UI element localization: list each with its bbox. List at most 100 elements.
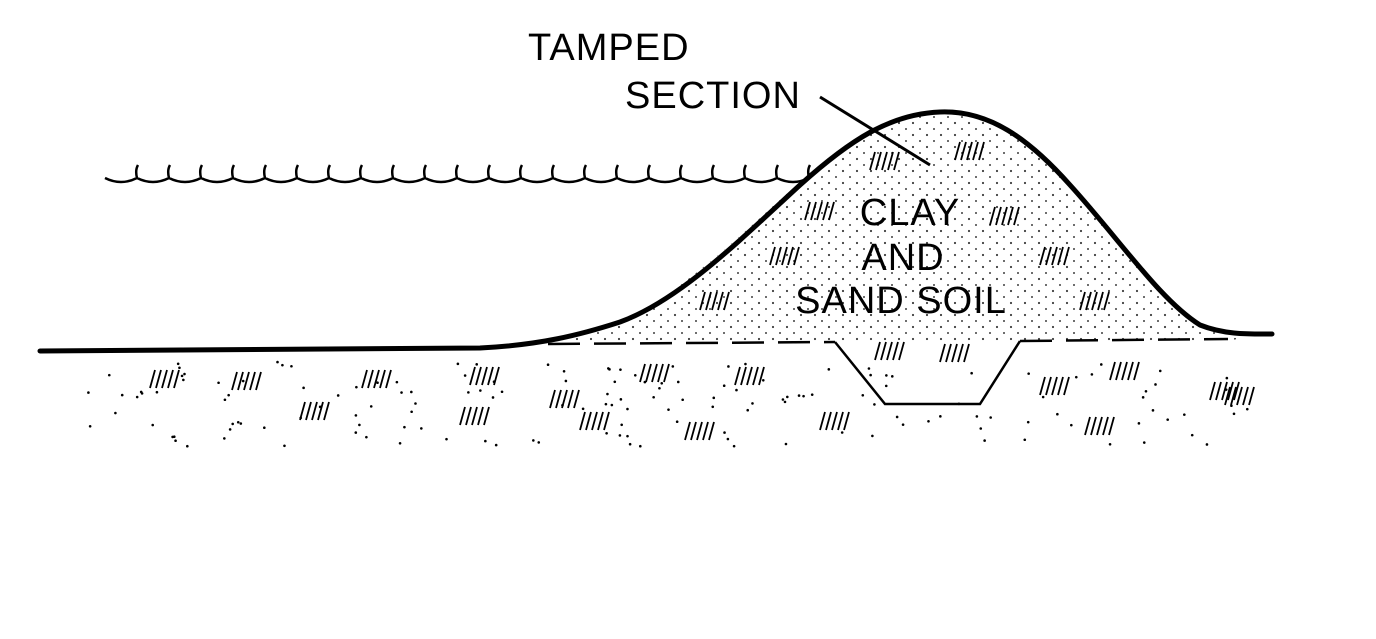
ground-dot — [492, 380, 496, 383]
hatch-mark — [361, 369, 392, 389]
ground-dot — [676, 380, 680, 384]
ground-dot — [735, 388, 738, 392]
ground-dot — [1074, 375, 1078, 379]
ground-dot — [183, 372, 186, 376]
ground-dot — [761, 379, 765, 382]
ground-dot — [336, 394, 340, 397]
ground-dot — [1245, 407, 1249, 411]
hatch-mark — [1084, 416, 1115, 436]
ground-dot — [671, 365, 675, 368]
label-clay: CLAY — [860, 192, 960, 234]
ground-dot — [751, 402, 754, 405]
ground-dot — [871, 434, 874, 438]
hatch-mark — [469, 366, 500, 386]
ground-dot — [746, 408, 750, 412]
ground-dot — [239, 422, 243, 425]
ground-dot — [369, 405, 373, 408]
ground-dot — [620, 423, 623, 427]
ground-dot — [1056, 412, 1059, 416]
ground-dot — [155, 390, 159, 394]
hatch-mark — [734, 366, 765, 386]
label-section: SECTION — [625, 75, 801, 117]
ground-dot — [658, 386, 661, 390]
hatch-mark — [804, 201, 835, 221]
ground-dot — [1090, 373, 1094, 376]
ground-dot — [318, 405, 322, 409]
ground-dot — [176, 362, 180, 366]
hatch-mark — [769, 246, 800, 266]
ground-dot — [1166, 418, 1169, 421]
ground-dot — [494, 443, 498, 447]
ground-dot — [223, 398, 227, 402]
ground-dot — [732, 444, 736, 448]
ground-dot — [638, 444, 642, 448]
ground-dot — [467, 391, 470, 394]
ground-dot — [927, 420, 930, 423]
ground-dot — [217, 381, 220, 385]
ground-dot — [120, 393, 124, 397]
hatch-mark — [549, 389, 580, 409]
ground-dot — [726, 437, 730, 441]
ground-dot — [139, 390, 143, 394]
ground-dot — [989, 416, 992, 419]
ground-dot — [445, 437, 448, 441]
ground-dot — [227, 393, 230, 397]
hatch-mark — [1079, 291, 1110, 311]
ground-dot — [727, 365, 730, 368]
ground-dot — [610, 403, 614, 407]
hatch-mark — [231, 371, 262, 391]
ground-dot — [890, 375, 894, 378]
hatch-mark — [1039, 376, 1070, 396]
ground-dot — [1099, 363, 1103, 366]
label-and: AND — [861, 237, 944, 279]
ground-dot — [723, 431, 726, 434]
ground-dot — [290, 364, 293, 368]
ground-dot — [1190, 433, 1194, 437]
ground-dot — [302, 386, 305, 390]
ground-dot — [885, 374, 888, 377]
ground-dot — [802, 394, 805, 398]
ground-dot — [1027, 372, 1030, 375]
ground-dot — [1108, 443, 1112, 446]
ground-dot — [151, 423, 155, 427]
ground-dot — [1232, 412, 1236, 416]
ground-dot — [546, 363, 550, 367]
ground-dot — [354, 414, 358, 417]
ground-dot — [231, 422, 234, 426]
hatch-mark — [954, 141, 985, 161]
ground-dot — [1144, 389, 1148, 393]
ground-dot — [537, 441, 541, 444]
ground-dot — [283, 444, 286, 448]
ground-dot — [1023, 438, 1027, 442]
ground-dot — [939, 415, 942, 418]
ground-dot — [174, 439, 177, 443]
ground-dot — [626, 434, 629, 438]
hatch-mark — [149, 369, 180, 389]
hatch-mark — [699, 291, 730, 311]
ground-dot — [744, 362, 747, 366]
ground-dot — [873, 403, 876, 406]
ground-dot — [1183, 413, 1186, 416]
ground-dot — [675, 420, 679, 424]
ground-dot — [979, 427, 983, 430]
ground-dot — [1141, 396, 1145, 399]
ground-dot — [606, 392, 609, 396]
ground-dot — [613, 380, 617, 384]
ground-dot — [633, 374, 637, 377]
label-tamped: TAMPED — [528, 27, 690, 69]
ground-dot — [456, 362, 460, 366]
ground-dot — [87, 391, 90, 394]
ground-dot — [605, 431, 608, 435]
ground-dot — [299, 416, 302, 420]
dam-profile — [37, 109, 1275, 354]
hatch-mark — [1109, 361, 1140, 381]
water-surface — [104, 164, 812, 184]
ground-dot — [628, 442, 632, 446]
ground-dot — [861, 393, 865, 397]
ground-dot — [1026, 420, 1030, 424]
hatch-mark — [684, 421, 715, 441]
ground-stipple — [87, 360, 1249, 448]
ground-dot — [1142, 441, 1146, 444]
ground-dot — [660, 382, 664, 385]
ground-dot — [475, 363, 479, 366]
